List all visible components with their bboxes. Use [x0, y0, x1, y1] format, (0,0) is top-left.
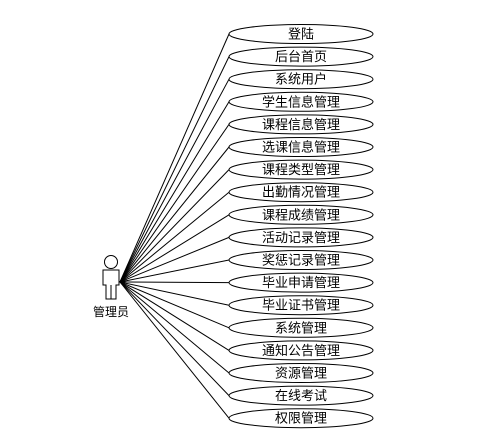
- use-case-ellipse: [228, 69, 374, 90]
- use-case: 后台首页: [228, 46, 374, 67]
- actor-figure-icon: [102, 255, 120, 300]
- use-case-ellipse: [228, 204, 374, 225]
- use-case: 活动记录管理: [228, 227, 374, 248]
- use-case: 毕业申请管理: [228, 272, 374, 293]
- use-case: 课程信息管理: [228, 114, 374, 135]
- association-line: [119, 191, 230, 283]
- use-case-ellipse: [228, 363, 374, 383]
- use-case-label: 系统用户: [275, 72, 327, 88]
- use-case-label: 学生信息管理: [262, 94, 340, 110]
- use-case-ellipse: [228, 408, 374, 429]
- use-case-ellipse: [228, 137, 374, 157]
- use-case-ellipse: [228, 182, 374, 203]
- association-line: [119, 78, 230, 283]
- actor-label: 管理员: [93, 304, 129, 319]
- use-case-ellipse: [228, 272, 374, 293]
- use-case-label: 奖惩记录管理: [262, 254, 340, 269]
- association-line: [119, 281, 230, 419]
- use-case: 学生信息管理: [228, 91, 374, 112]
- use-case-ellipse: [228, 46, 374, 67]
- use-case-ellipse: [228, 250, 374, 270]
- association-line: [119, 281, 230, 329]
- association-line: [119, 281, 230, 396]
- use-case: 奖惩记录管理: [228, 250, 374, 270]
- actor-administrator: 管理员: [93, 255, 129, 319]
- association-line: [119, 214, 230, 283]
- association-line: [119, 124, 230, 283]
- use-case: 通知公告管理: [228, 340, 374, 361]
- use-case: 系统管理: [228, 317, 374, 338]
- use-case-label: 后台首页: [275, 50, 327, 65]
- use-case-label: 活动记录管理: [262, 231, 340, 246]
- use-case: 在线考试: [228, 385, 374, 406]
- use-case: 资源管理: [228, 363, 374, 383]
- association-line: [119, 281, 230, 284]
- association-lines: [119, 33, 230, 419]
- association-line: [119, 33, 230, 283]
- use-case: 课程类型管理: [228, 159, 374, 180]
- use-case: 系统用户: [228, 69, 374, 90]
- use-case-label: 选课信息管理: [262, 140, 340, 156]
- association-line: [119, 259, 230, 283]
- use-case-ellipse: [228, 340, 374, 361]
- association-line: [119, 146, 230, 283]
- use-case-ellipse: [228, 295, 374, 316]
- use-case-label: 资源管理: [275, 367, 327, 382]
- use-case: 权限管理: [228, 408, 374, 429]
- use-case-label: 通知公告管理: [262, 343, 340, 359]
- use-case-label: 毕业申请管理: [262, 276, 340, 291]
- use-case-label: 在线考试: [275, 389, 327, 404]
- association-line: [119, 101, 230, 283]
- use-case: 选课信息管理: [228, 137, 374, 157]
- association-line: [119, 169, 230, 283]
- association-line: [119, 281, 230, 374]
- association-line: [119, 281, 230, 351]
- association-line: [119, 56, 230, 283]
- association-line: [119, 281, 230, 306]
- use-case-label: 课程类型管理: [262, 163, 340, 178]
- association-line: [119, 236, 230, 283]
- use-case-label: 权限管理: [275, 411, 327, 427]
- use-case: 课程成绩管理: [228, 204, 374, 225]
- use-case-ellipse: [228, 385, 374, 406]
- use-case-ellipse: [228, 91, 374, 112]
- use-case-label: 系统管理: [275, 321, 327, 336]
- use-case: 出勤情况管理: [228, 182, 374, 203]
- use-case-label: 课程信息管理: [262, 117, 340, 133]
- use-case-ellipse: [228, 114, 374, 135]
- use-case-ellipse: [228, 24, 374, 44]
- use-case-label: 出勤情况管理: [262, 186, 340, 201]
- use-case-label: 毕业证书管理: [262, 299, 340, 314]
- use-case: 毕业证书管理: [228, 295, 374, 316]
- use-case-ellipse: [228, 227, 374, 248]
- use-case-ellipse: [228, 159, 374, 180]
- use-case-list: 登陆后台首页系统用户学生信息管理课程信息管理选课信息管理课程类型管理出勤情况管理…: [228, 24, 374, 429]
- use-case-label: 登陆: [288, 27, 314, 43]
- use-case-ellipse: [228, 317, 374, 338]
- use-case-label: 课程成绩管理: [262, 208, 340, 223]
- use-case: 登陆: [228, 24, 374, 44]
